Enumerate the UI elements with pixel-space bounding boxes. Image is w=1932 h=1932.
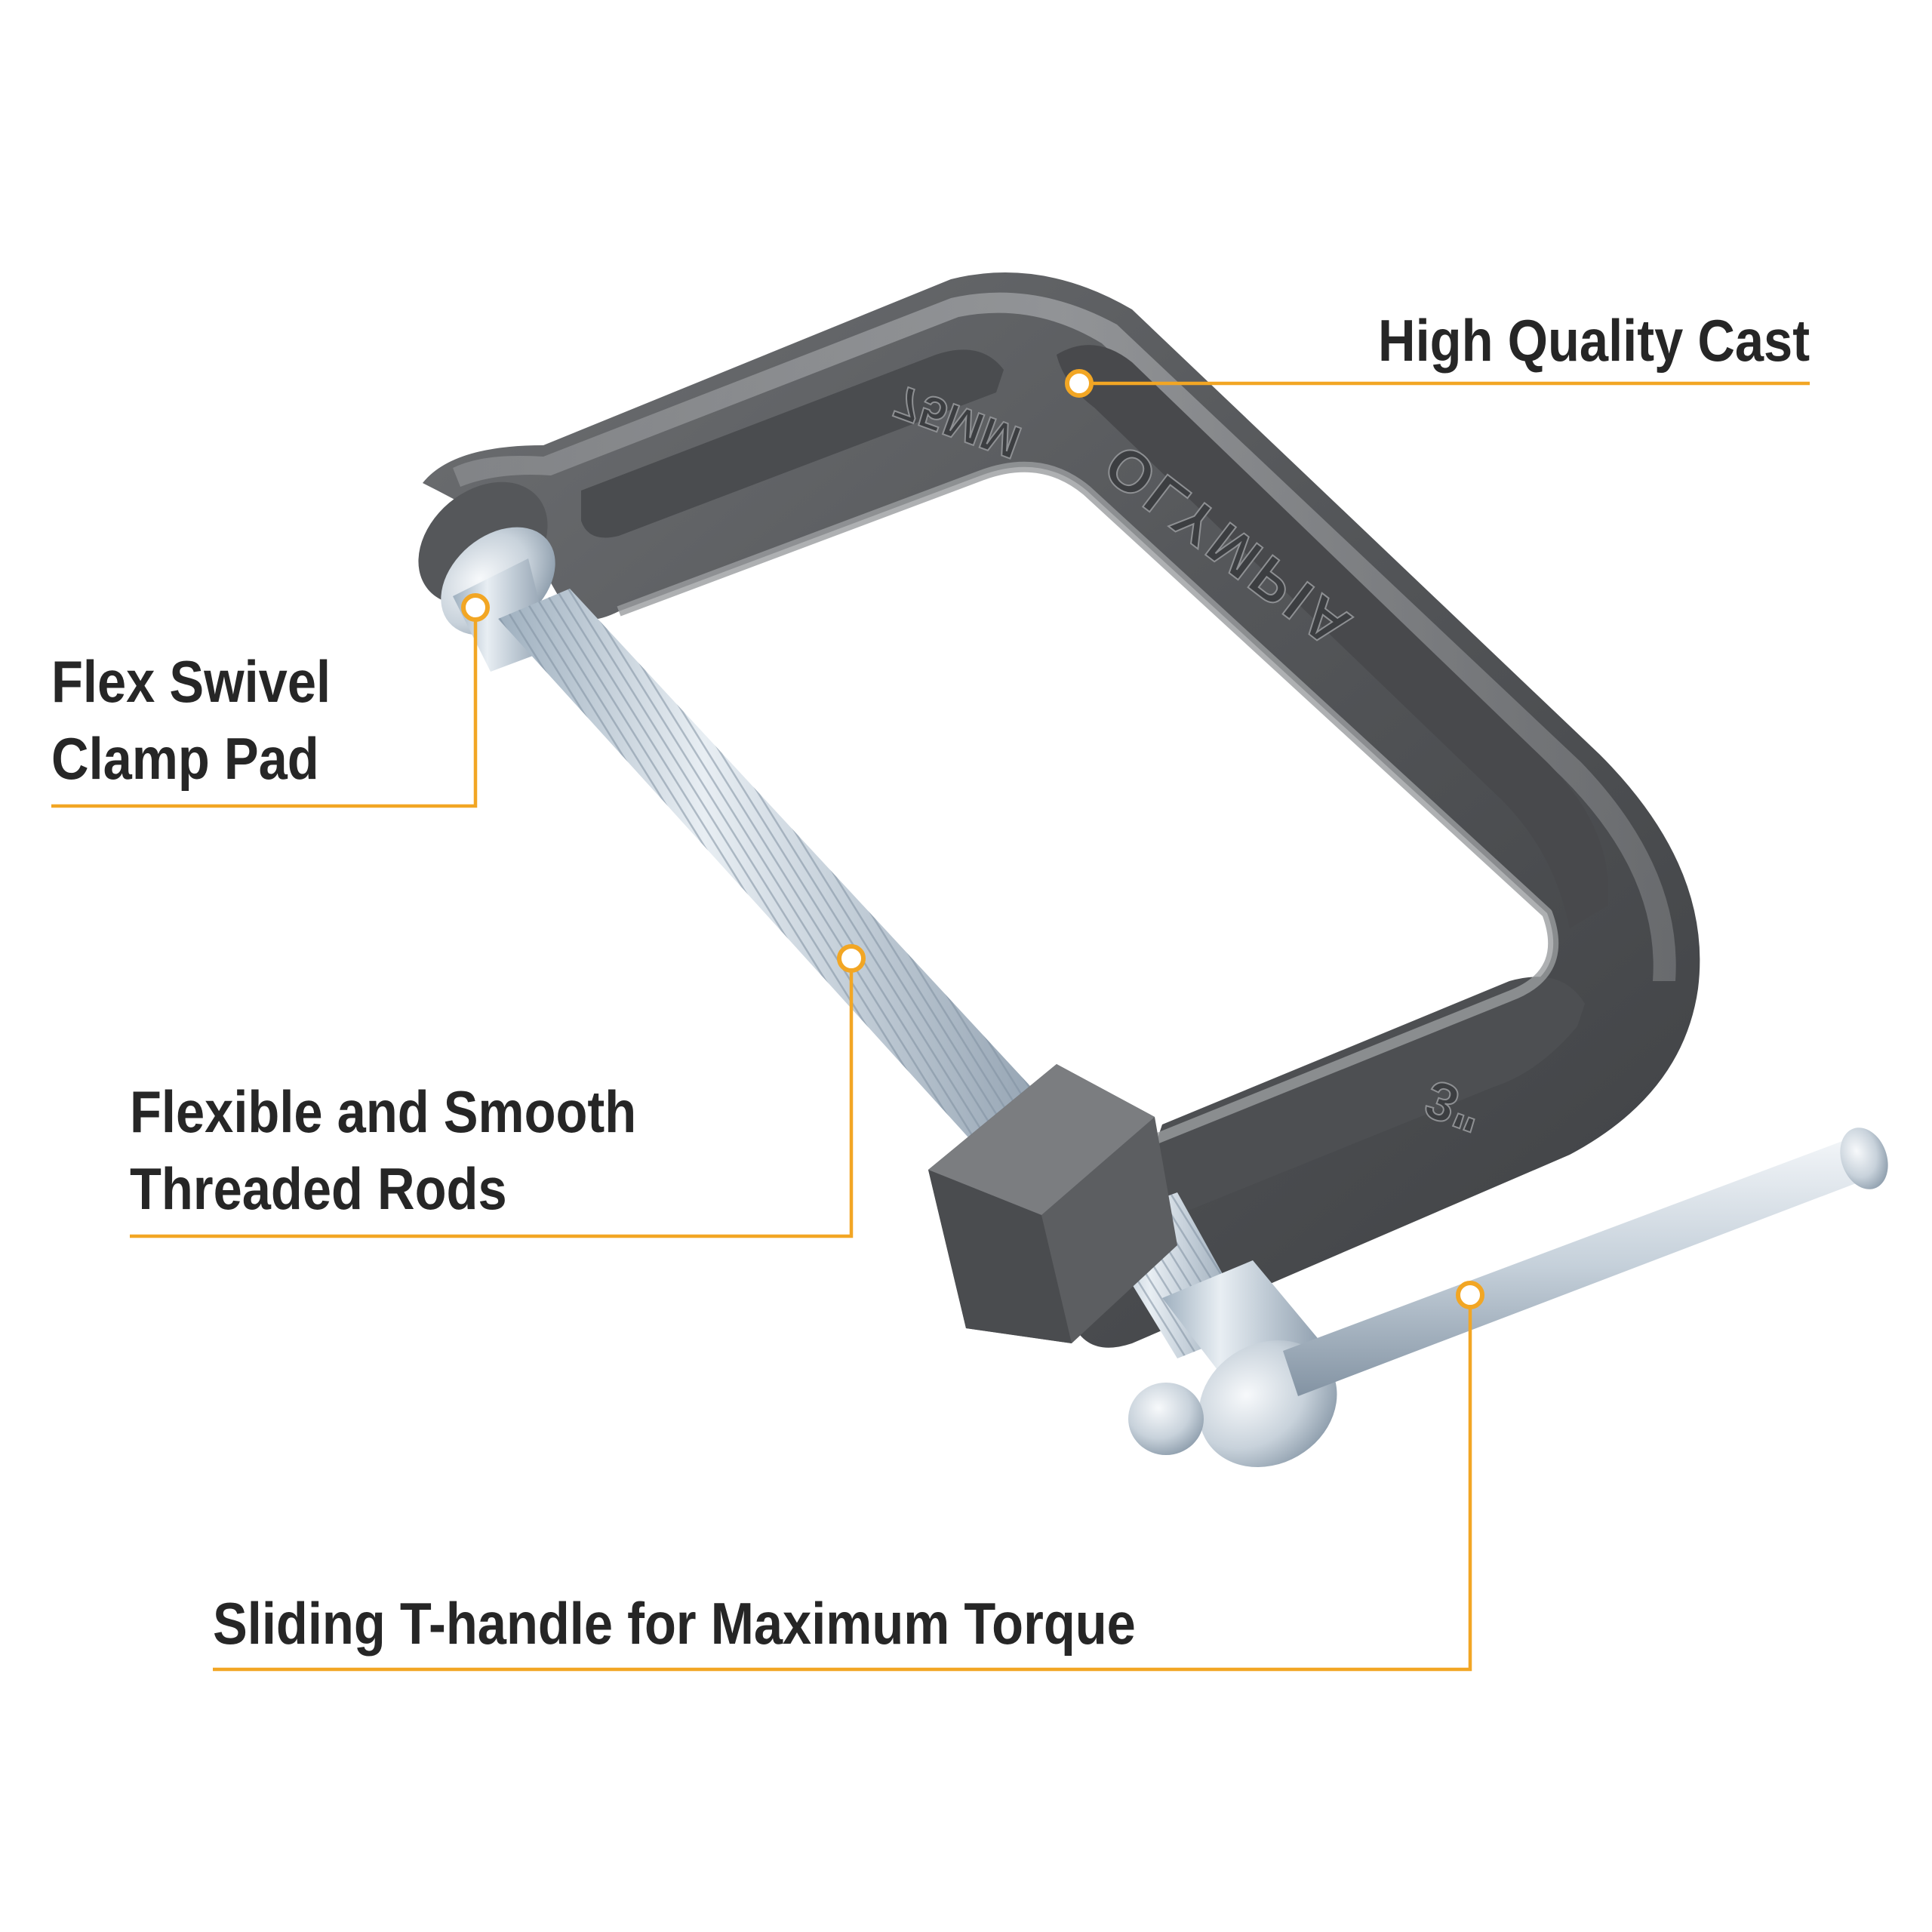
leader-line-rod bbox=[130, 958, 854, 1238]
callout-cast: High Quality Cast bbox=[1378, 302, 1810, 379]
frame-lower-channel bbox=[1140, 977, 1585, 1217]
leader-line-handle bbox=[213, 1295, 1472, 1672]
callout-handle: Sliding T-handle for Maximum Torque bbox=[213, 1585, 1136, 1662]
callout-dot-rod bbox=[837, 944, 866, 973]
callout-pad-line2: Clamp Pad bbox=[51, 725, 319, 792]
frame-top-rim bbox=[453, 292, 1676, 981]
callout-dot-handle bbox=[1456, 1281, 1484, 1309]
t-handle bbox=[1283, 1128, 1888, 1396]
callout-pad-line1: Flex Swivel bbox=[51, 648, 331, 715]
callout-dot-cast bbox=[1065, 369, 1094, 398]
frame-spine-channel bbox=[1057, 345, 1608, 929]
callout-rod: Flexible and Smooth Threaded Rods bbox=[130, 1073, 636, 1227]
callout-rod-line2: Threaded Rods bbox=[130, 1155, 507, 1222]
callout-dots bbox=[461, 369, 1484, 1309]
leader-line-pad bbox=[51, 608, 478, 808]
callout-rod-line1: Flexible and Smooth bbox=[130, 1078, 637, 1145]
clamp-frame bbox=[423, 272, 1700, 1348]
callout-handle-label: Sliding T-handle for Maximum Torque bbox=[213, 1590, 1136, 1657]
callout-dot-pad bbox=[461, 593, 490, 622]
swivel-pad bbox=[418, 481, 555, 672]
callout-cast-label: High Quality Cast bbox=[1377, 307, 1810, 374]
frame-inner-edge bbox=[617, 461, 1559, 1160]
screw-boss bbox=[928, 1064, 1177, 1343]
frame-top-channel bbox=[581, 349, 1004, 538]
callout-lines bbox=[51, 381, 1810, 1672]
callout-pad: Flex Swivel Clamp Pad bbox=[51, 643, 331, 797]
